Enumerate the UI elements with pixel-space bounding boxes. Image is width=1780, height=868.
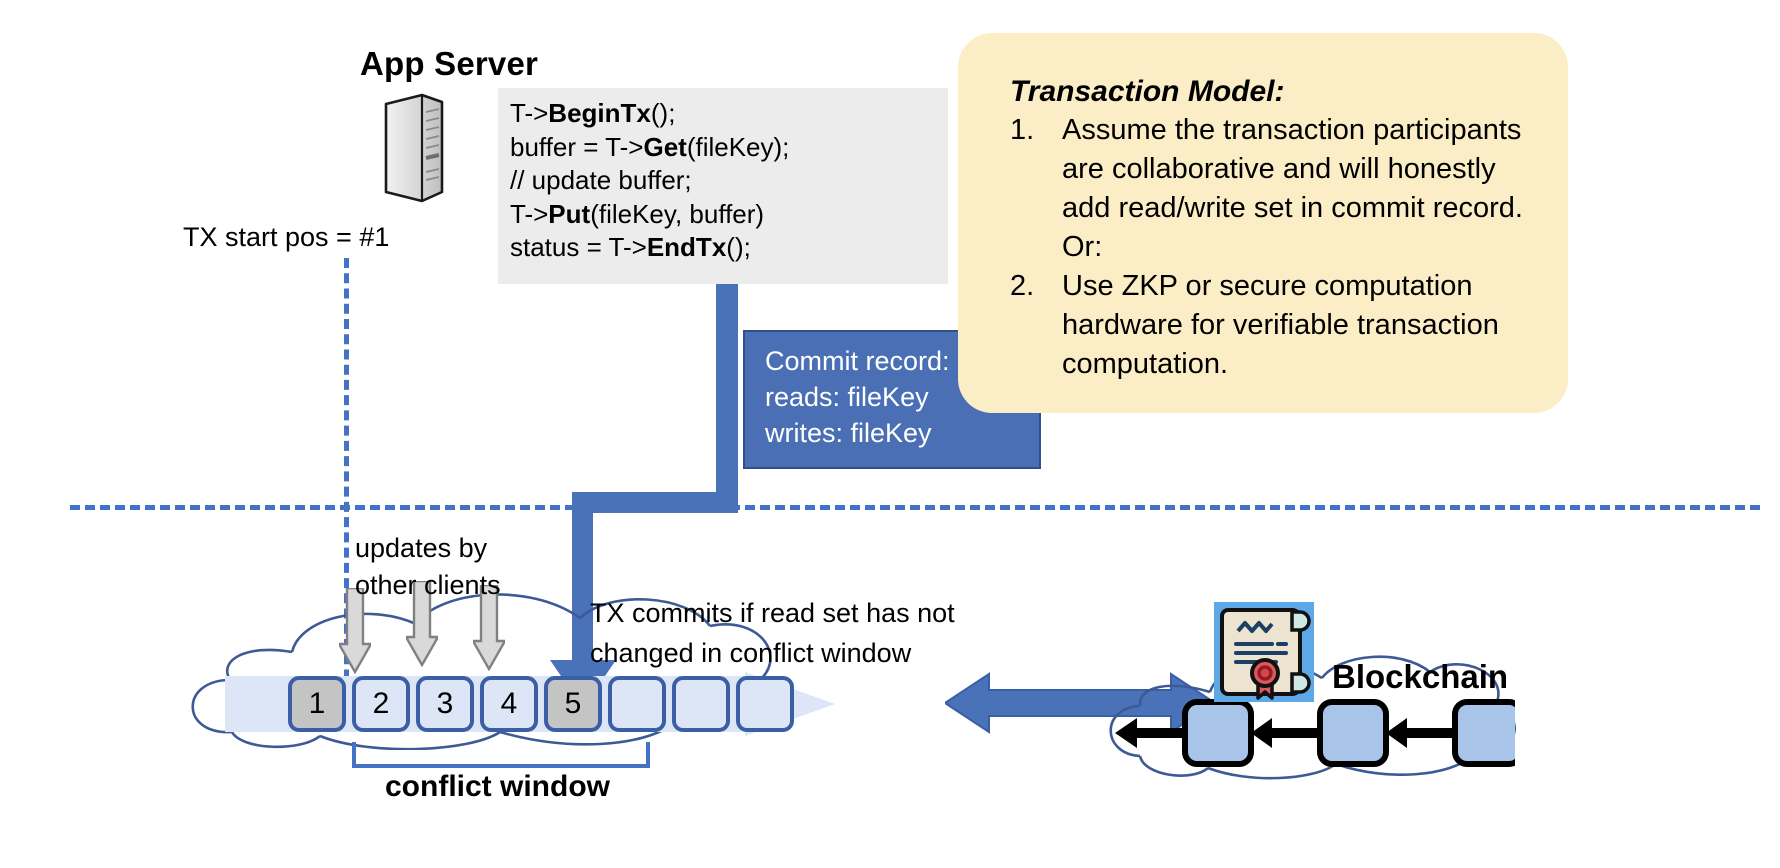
commit-connector-segment [572, 492, 738, 513]
updates-label-line1: updates by [355, 533, 488, 563]
ledger-block[interactable] [672, 676, 730, 732]
transaction-model-item: 2. Use ZKP or secure computation hardwar… [1010, 267, 1540, 384]
conflict-window-label: conflict window [385, 770, 610, 803]
ledger-block[interactable]: 2 [352, 676, 410, 732]
code-line: // update buffer; [510, 165, 692, 195]
commit-record-reads: reads: fileKey [765, 382, 929, 412]
updates-label-line2: other clients [355, 570, 501, 600]
server-tower-icon [378, 92, 450, 204]
ledger-block[interactable]: 4 [480, 676, 538, 732]
tx-commits-condition-label: TX commits if read set has not changed i… [590, 593, 955, 673]
list-number: 2. [1010, 270, 1035, 302]
blockchain-blocks-chain [1115, 694, 1524, 774]
transaction-model-title: Transaction Model: [1010, 75, 1285, 108]
commit-record-title: Commit record: [765, 346, 950, 376]
app-server-title: App Server [360, 45, 539, 82]
ledger-block[interactable] [736, 676, 794, 732]
update-arrow-icon [470, 583, 508, 676]
code-line: status = T->EndTx(); [510, 232, 751, 262]
code-panel: T->BeginTx(); buffer = T->Get(fileKey); … [498, 88, 948, 284]
commit-connector-segment [716, 284, 738, 492]
ledger-block[interactable]: 1 [288, 676, 346, 732]
transaction-model-callout: Transaction Model: 1. Assume the transac… [958, 33, 1568, 413]
list-text: Assume the transaction participants are … [1062, 114, 1523, 263]
ledger-block[interactable]: 3 [416, 676, 474, 732]
tx-start-dashed-line [344, 258, 349, 710]
list-number: 1. [1010, 114, 1035, 146]
horizontal-dashed-divider [70, 505, 1760, 510]
transaction-model-list: 1. Assume the transaction participants a… [958, 111, 1568, 384]
code-line: T->Put(fileKey, buffer) [510, 198, 765, 229]
blockchain-label: Blockchain [1332, 658, 1509, 695]
tx-commits-line1: TX commits if read set has not [590, 598, 955, 628]
tx-start-pos-label: TX start pos = #1 [183, 222, 390, 252]
update-arrow-icon [336, 586, 374, 679]
commit-connector-segment [572, 492, 593, 686]
tx-commits-line2: changed in conflict window [590, 638, 912, 668]
code-line: buffer = T->Get(fileKey); [510, 131, 790, 162]
ledger-block[interactable] [608, 676, 666, 732]
commit-record-writes: writes: fileKey [765, 418, 932, 448]
certificate-icon [1214, 602, 1314, 702]
updates-by-other-clients-label: updates by other clients [355, 530, 501, 604]
conflict-window-bracket [352, 742, 650, 768]
code-line: T->BeginTx(); [510, 98, 676, 128]
ledger-blocks-row: 1 2 3 4 5 [288, 676, 794, 732]
update-arrow-icon [403, 579, 441, 672]
transaction-model-item: 1. Assume the transaction participants a… [1010, 111, 1540, 267]
list-text: Use ZKP or secure computation hardware f… [1062, 270, 1499, 380]
ledger-block[interactable]: 5 [544, 676, 602, 732]
